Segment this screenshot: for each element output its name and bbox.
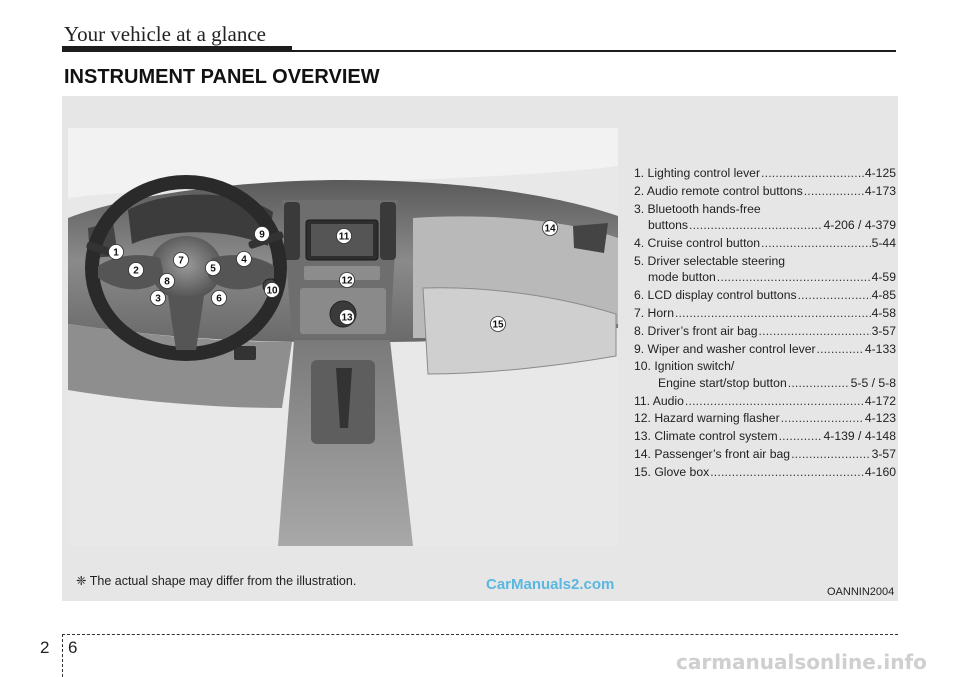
callout-2: 2 bbox=[129, 263, 144, 278]
footer-rule bbox=[62, 634, 898, 635]
footer-divider bbox=[62, 634, 63, 677]
callout-10: 10 bbox=[265, 283, 280, 298]
center-vent-left bbox=[284, 202, 300, 260]
svg-text:12: 12 bbox=[341, 276, 353, 287]
svg-text:14: 14 bbox=[544, 224, 556, 235]
instrument-panel-illustration: 1 2 3 4 5 6 7 8 9 10 11 12 13 14 15 bbox=[68, 128, 618, 546]
section-title: INSTRUMENT PANEL OVERVIEW bbox=[64, 66, 380, 89]
header-rule-thick bbox=[62, 46, 292, 52]
legend-item-8: 8. Driver’s front air bag3-57 bbox=[634, 323, 896, 339]
legend-item-14: 14. Passenger’s front air bag3-57 bbox=[634, 446, 896, 462]
illustration-note: ❈ The actual shape may differ from the i… bbox=[76, 573, 356, 588]
svg-text:5: 5 bbox=[210, 264, 216, 275]
callout-6: 6 bbox=[212, 291, 227, 306]
legend-item-11: 11. Audio4-172 bbox=[634, 393, 896, 409]
legend-item-1: 1. Lighting control lever4-125 bbox=[634, 165, 896, 181]
svg-text:11: 11 bbox=[339, 232, 350, 243]
legend-item-15: 15. Glove box4-160 bbox=[634, 464, 896, 480]
figure-code: OANNIN2004 bbox=[827, 586, 894, 598]
callout-4: 4 bbox=[237, 252, 252, 267]
callout-5: 5 bbox=[206, 261, 221, 276]
legend-item-6: 6. LCD display control buttons4-85 bbox=[634, 287, 896, 303]
legend-item-12: 12. Hazard warning flasher4-123 bbox=[634, 410, 896, 426]
svg-text:13: 13 bbox=[341, 313, 353, 324]
legend-item-9: 9. Wiper and washer control lever4-133 bbox=[634, 341, 896, 357]
legend-item-3: 3. Bluetooth hands-free buttons4-206 / 4… bbox=[634, 201, 896, 233]
section-number: 2 bbox=[40, 638, 49, 658]
legend-item-10: 10. Ignition switch/ Engine start/stop b… bbox=[634, 358, 896, 390]
svg-text:3: 3 bbox=[155, 294, 161, 305]
svg-text:6: 6 bbox=[216, 294, 222, 305]
site-watermark[interactable]: carmanualsonline.info bbox=[676, 650, 927, 674]
legend-item-4: 4. Cruise control button5-44 bbox=[634, 235, 896, 251]
svg-text:4: 4 bbox=[241, 255, 247, 266]
legend-item-2: 2. Audio remote control buttons4-173 bbox=[634, 183, 896, 199]
svg-text:8: 8 bbox=[164, 277, 170, 288]
svg-text:15: 15 bbox=[492, 320, 504, 331]
legend-item-13: 13. Climate control system4-139 / 4-148 bbox=[634, 428, 896, 444]
legend-item-5: 5. Driver selectable steering mode butto… bbox=[634, 253, 896, 285]
svg-text:1: 1 bbox=[113, 248, 119, 259]
page-number: 6 bbox=[68, 638, 77, 658]
callout-7: 7 bbox=[174, 253, 189, 268]
center-vent-right bbox=[380, 202, 396, 260]
callout-9: 9 bbox=[255, 227, 270, 242]
svg-text:7: 7 bbox=[178, 256, 184, 267]
legend-item-7: 7. Horn4-58 bbox=[634, 305, 896, 321]
callout-8: 8 bbox=[160, 274, 175, 289]
callout-11: 11 bbox=[337, 229, 352, 244]
header-rule-thin bbox=[292, 50, 896, 52]
callout-14: 14 bbox=[543, 221, 558, 236]
callout-12: 12 bbox=[340, 273, 355, 288]
note-text: The actual shape may differ from the ill… bbox=[90, 574, 357, 588]
callout-3: 3 bbox=[151, 291, 166, 306]
callout-13: 13 bbox=[340, 310, 355, 325]
callout-15: 15 bbox=[491, 317, 506, 332]
note-symbol-icon: ❈ bbox=[76, 574, 86, 588]
svg-text:2: 2 bbox=[133, 266, 139, 277]
page-header-title: Your vehicle at a glance bbox=[64, 22, 266, 47]
component-legend: 1. Lighting control lever4-125 2. Audio … bbox=[634, 165, 896, 482]
right-vent bbox=[573, 223, 608, 253]
watermark-link[interactable]: CarManuals2.com bbox=[486, 576, 614, 593]
svg-text:9: 9 bbox=[259, 230, 265, 241]
callout-1: 1 bbox=[109, 245, 124, 260]
svg-text:10: 10 bbox=[266, 286, 278, 297]
